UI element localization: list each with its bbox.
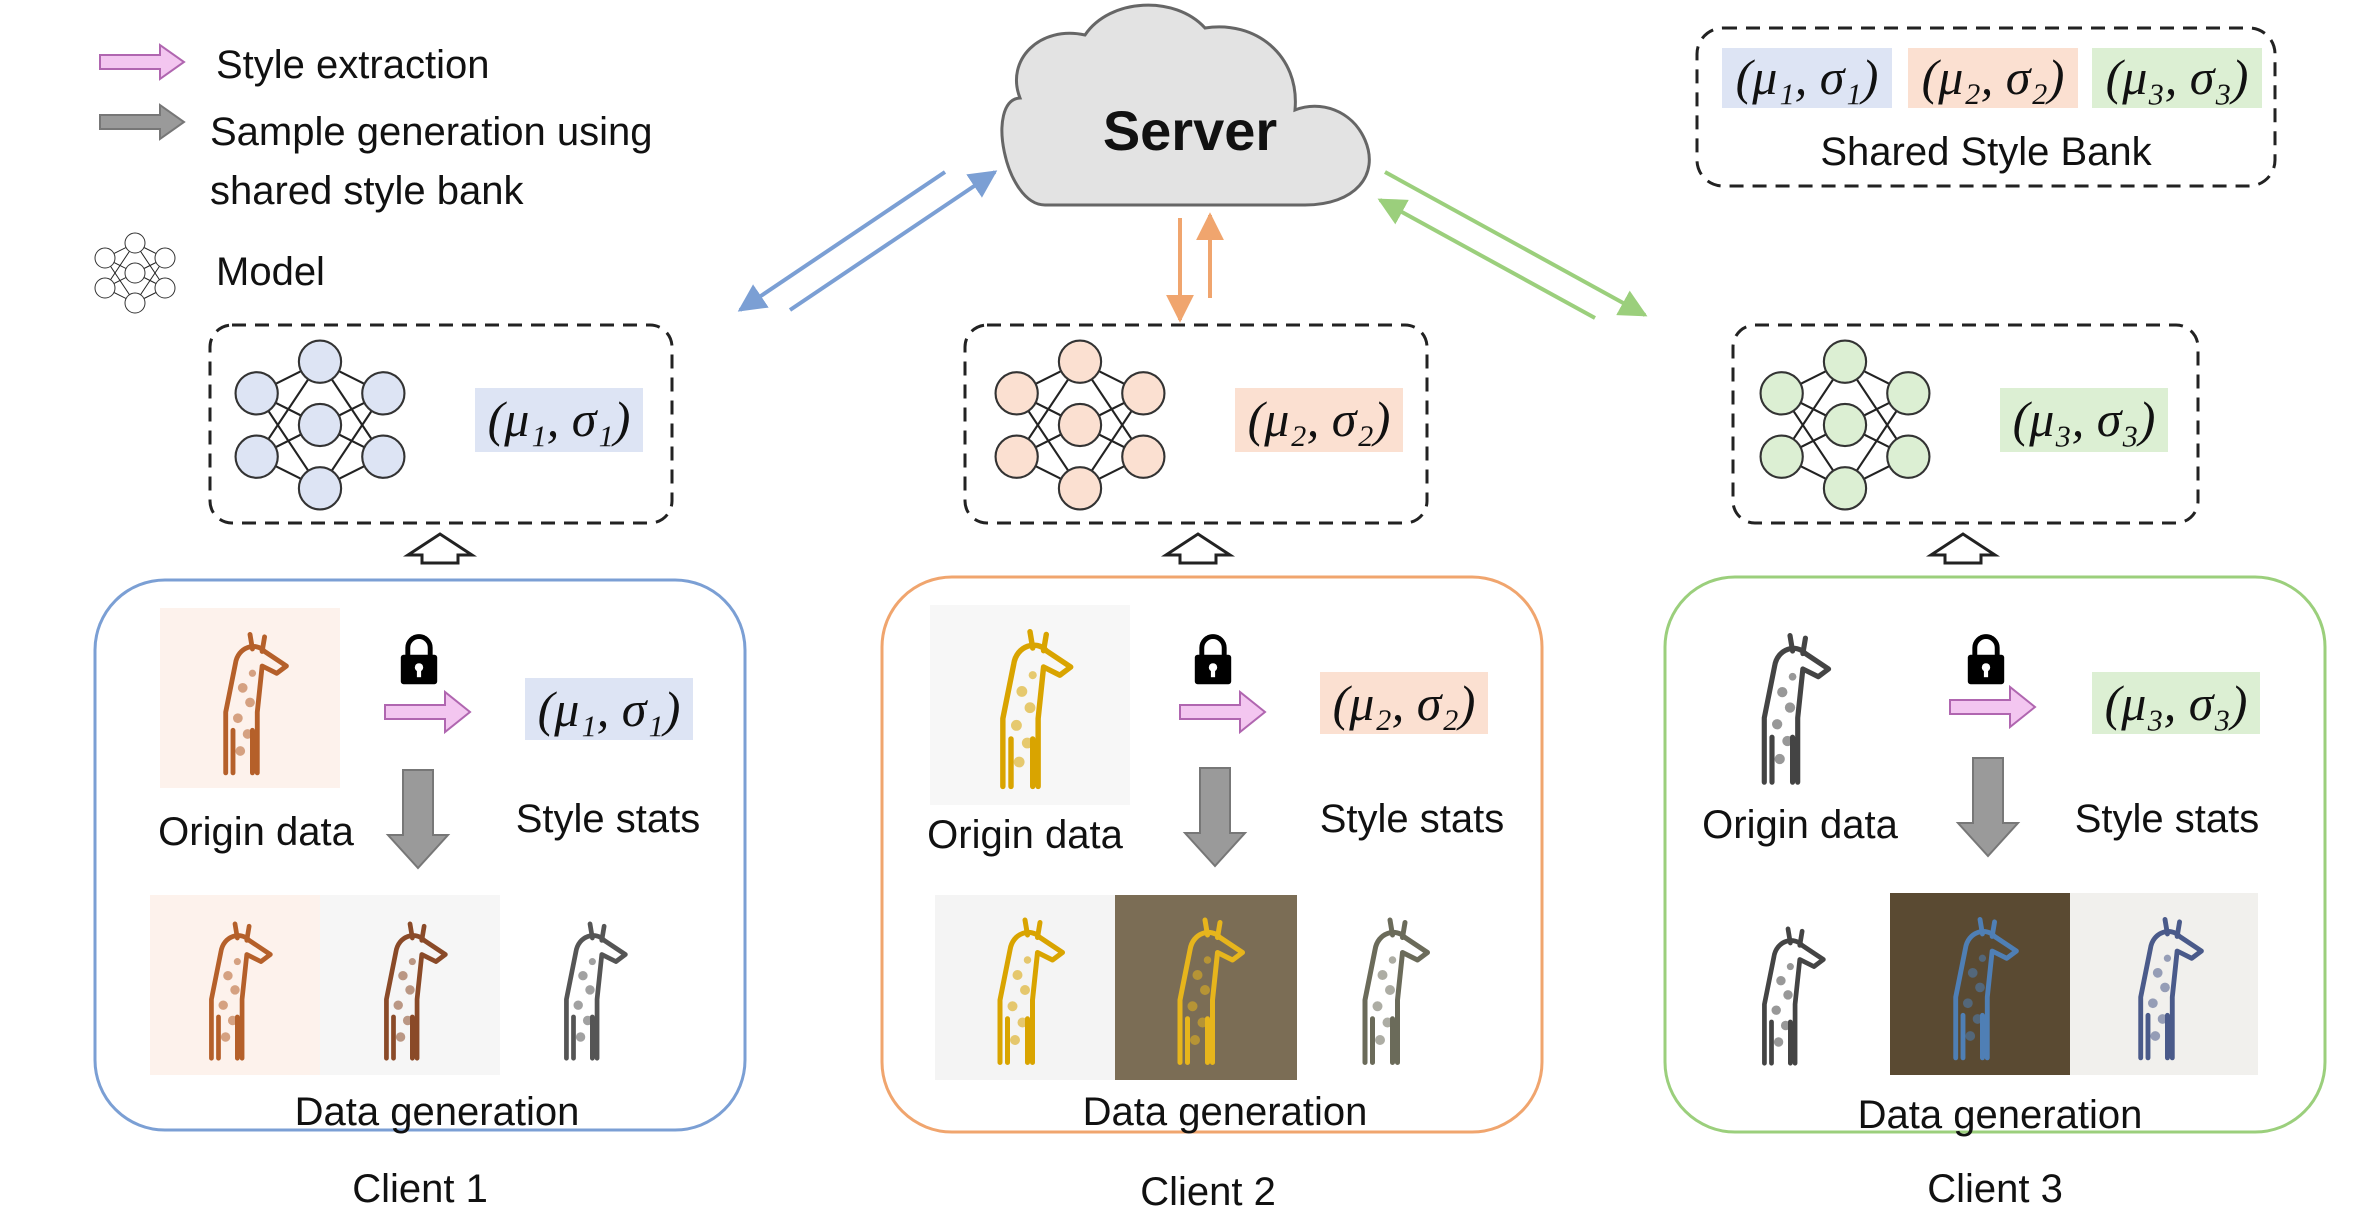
client3-model-stats-highlight [2000, 388, 2168, 452]
legend: Style extraction Sample generation using… [94, 43, 653, 314]
client2-generation-arrow [1182, 767, 1248, 868]
client1-server-link [737, 170, 998, 312]
client3-model-frame [1731, 323, 2200, 525]
client1-neural-network-icon [234, 339, 406, 511]
server-label: Server [1103, 99, 1277, 162]
client2-model-stats: (μ₂, σ₂) [1248, 391, 1391, 447]
client1-model-stats-highlight [475, 388, 643, 452]
client3-download-arrow [1384, 170, 1648, 317]
style-extraction-arrow-icon [99, 43, 186, 81]
generation-arrow-icon [99, 103, 186, 141]
style-bank-entry-3-highlight [2092, 48, 2262, 108]
style-bank-entry-1: (μ₁, σ₁) [1736, 49, 1879, 105]
client-2: (μ₂, σ₂) (μ₂, σ₂) Origin data Style stat… [880, 323, 1544, 1214]
client1-generation-label: Data generation [295, 1090, 580, 1134]
style-bank-label: Shared Style Bank [1820, 130, 2152, 174]
client3-origin-label: Origin data [1702, 803, 1898, 847]
client3-generation-label: Data generation [1858, 1093, 2143, 1137]
client1-style-label: Style stats [516, 797, 701, 841]
client2-style-extraction-arrow [1179, 689, 1267, 735]
client1-download-arrow [737, 170, 947, 312]
client1-style-stats-highlight [525, 678, 693, 740]
client2-generation-label: Data generation [1083, 1090, 1368, 1134]
shared-style-bank: (μ₁, σ₁) (μ₂, σ₂) (μ₃, σ₃) Shared Style … [1695, 26, 2277, 188]
client3-name: Client 3 [1927, 1167, 2063, 1211]
legend-sample-generation-label-line2: shared style bank [210, 169, 525, 213]
client2-data-panel [880, 575, 1544, 1134]
client1-model-stats: (μ₁, σ₁) [488, 391, 631, 447]
cloud-icon [1000, 3, 1371, 207]
style-bank-entry-3: (μ₃, σ₃) [2106, 49, 2249, 105]
client1-name: Client 1 [352, 1167, 488, 1211]
style-bank-frame [1695, 26, 2277, 188]
client3-upload-hollow-arrow [1925, 532, 2001, 565]
client3-upload-arrow [1377, 198, 1596, 320]
giraffe-icon [1764, 929, 1823, 1063]
client2-style-stats-value: (μ₂, σ₂) [1333, 675, 1476, 731]
client3-model-stats: (μ₃, σ₃) [2013, 391, 2156, 447]
client3-generation-arrow [1955, 757, 2021, 858]
legend-style-extraction-label: Style extraction [216, 43, 489, 87]
client-3: (μ₃, σ₃) (μ₃, σ₃) Origin data Style stat… [1663, 323, 2327, 1211]
client2-model-frame [963, 323, 1429, 525]
client1-lock-icon [401, 637, 437, 685]
client1-origin-label: Origin data [158, 810, 354, 854]
client3-style-extraction-arrow [1949, 684, 2037, 730]
neural-network-icon [94, 232, 176, 314]
client1-upload-hollow-arrow [402, 532, 478, 565]
client1-style-extraction-arrow [384, 689, 472, 735]
client3-neural-network-icon [1759, 339, 1931, 511]
style-bank-entry-2: (μ₂, σ₂) [1922, 49, 2065, 105]
client3-data-panel [1663, 575, 2327, 1134]
client3-style-stats-value: (μ₃, σ₃) [2105, 675, 2248, 731]
client3-lock-icon [1968, 637, 2004, 685]
client2-name: Client 2 [1140, 1170, 1276, 1214]
client2-upload-hollow-arrow [1160, 532, 1236, 565]
client2-server-link [1166, 212, 1224, 323]
style-bank-entry-1-highlight [1722, 48, 1892, 108]
client3-server-link [1377, 170, 1648, 320]
legend-sample-generation-label-line1: Sample generation using [210, 110, 653, 154]
client-1: (μ₁, σ₁) (μ₁, σ₁) Origin data Style stat… [93, 323, 747, 1211]
legend-model-label: Model [216, 250, 325, 294]
client1-upload-arrow [788, 170, 998, 312]
client2-neural-network-icon [994, 339, 1166, 511]
client1-generation-arrow [385, 769, 451, 870]
client3-style-stats-highlight [2092, 672, 2260, 734]
style-bank-entry-2-highlight [1908, 48, 2078, 108]
client1-model-frame [208, 323, 674, 525]
client2-model-stats-highlight [1235, 388, 1403, 452]
client1-data-panel [93, 578, 747, 1132]
client1-style-stats-value: (μ₁, σ₁) [538, 681, 681, 737]
client2-origin-label: Origin data [927, 813, 1123, 857]
client3-style-label: Style stats [2075, 797, 2260, 841]
giraffe-icon [1764, 636, 1828, 783]
client2-lock-icon [1195, 637, 1231, 685]
server-node: Server [1000, 3, 1371, 207]
client2-style-label: Style stats [1320, 797, 1505, 841]
client2-style-stats-highlight [1320, 672, 1488, 734]
